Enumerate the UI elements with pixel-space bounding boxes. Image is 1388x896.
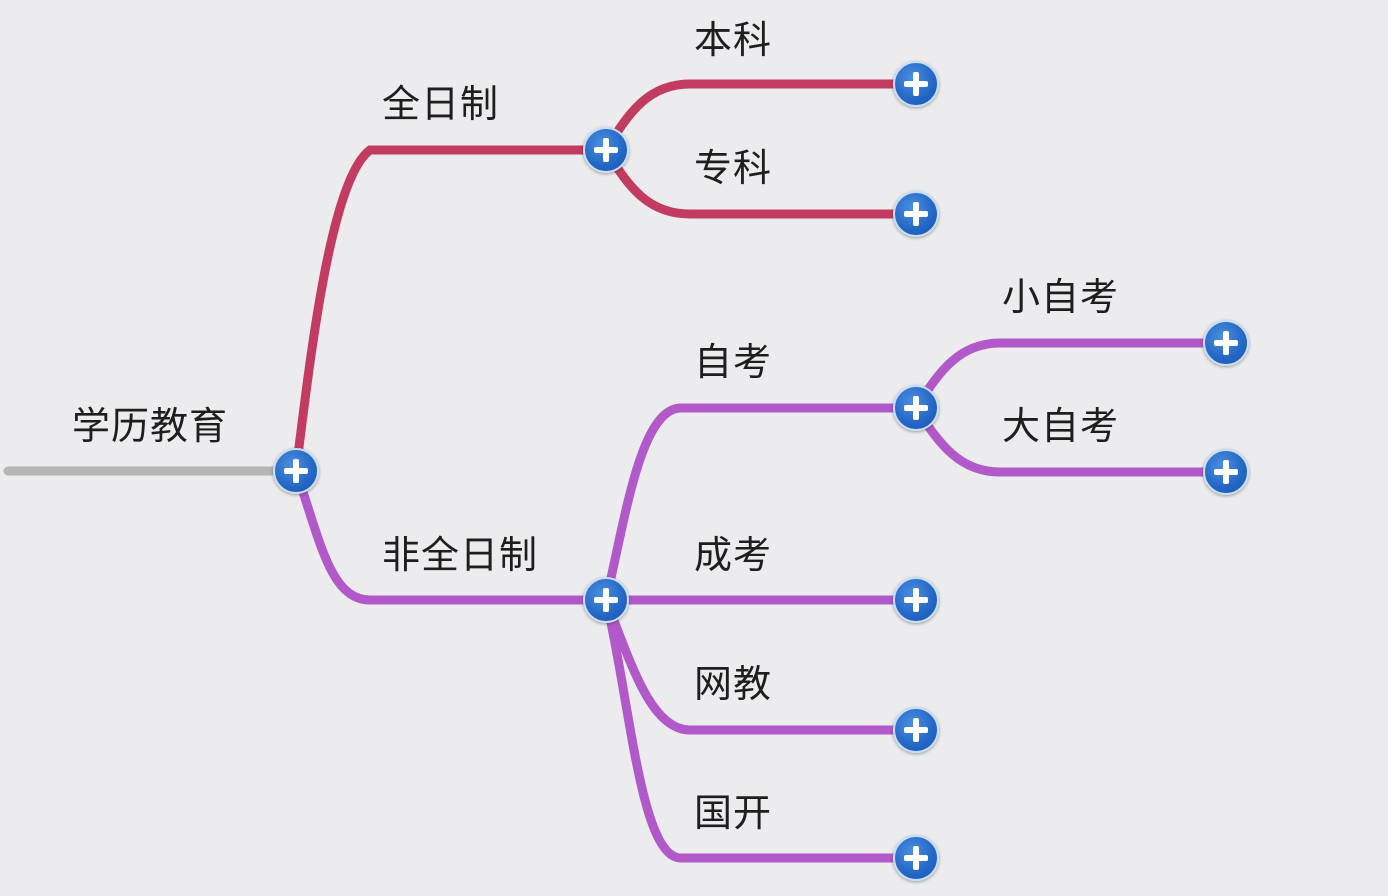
plus-icon (594, 588, 618, 612)
plus-icon (594, 138, 618, 162)
node-label-full-time[interactable]: 全日制 (382, 82, 500, 126)
node-label-small-self-exam[interactable]: 小自考 (1002, 275, 1120, 319)
node-label-root[interactable]: 学历教育 (72, 404, 229, 448)
node-label-junior-college[interactable]: 专科 (694, 146, 773, 190)
expand-button-small-self-exam[interactable] (1203, 320, 1249, 366)
node-label-self-exam[interactable]: 自考 (694, 340, 773, 384)
connector-full-time (291, 145, 611, 476)
expand-button-root[interactable] (273, 448, 319, 494)
node-label-online-edu[interactable]: 网教 (694, 662, 773, 706)
node-label-adult-exam[interactable]: 成考 (694, 533, 773, 577)
expand-button-junior-college[interactable] (893, 191, 939, 237)
node-label-part-time[interactable]: 非全日制 (382, 533, 539, 577)
plus-icon (1214, 331, 1238, 355)
plus-icon (904, 72, 928, 96)
node-label-bachelor[interactable]: 本科 (694, 18, 773, 62)
plus-icon (284, 459, 308, 483)
plus-icon (904, 588, 928, 612)
connector-part-time (291, 466, 611, 605)
expand-button-adult-exam[interactable] (893, 577, 939, 623)
plus-icon (904, 202, 928, 226)
plus-icon (1214, 460, 1238, 484)
connector-open-univ (601, 595, 921, 863)
node-label-big-self-exam[interactable]: 大自考 (1002, 404, 1120, 448)
plus-icon (904, 846, 928, 870)
expand-button-part-time[interactable] (583, 577, 629, 623)
expand-button-full-time[interactable] (583, 127, 629, 173)
connector-small-self-exam (911, 338, 1231, 413)
plus-icon (904, 396, 928, 420)
plus-icon (904, 718, 928, 742)
expand-button-self-exam[interactable] (893, 385, 939, 431)
expand-button-bachelor[interactable] (893, 61, 939, 107)
expand-button-big-self-exam[interactable] (1203, 449, 1249, 495)
expand-button-online-edu[interactable] (893, 707, 939, 753)
expand-button-open-univ[interactable] (893, 835, 939, 881)
connector-bachelor (601, 79, 921, 155)
node-label-open-univ[interactable]: 国开 (694, 791, 773, 835)
connector-self-exam (601, 403, 921, 605)
